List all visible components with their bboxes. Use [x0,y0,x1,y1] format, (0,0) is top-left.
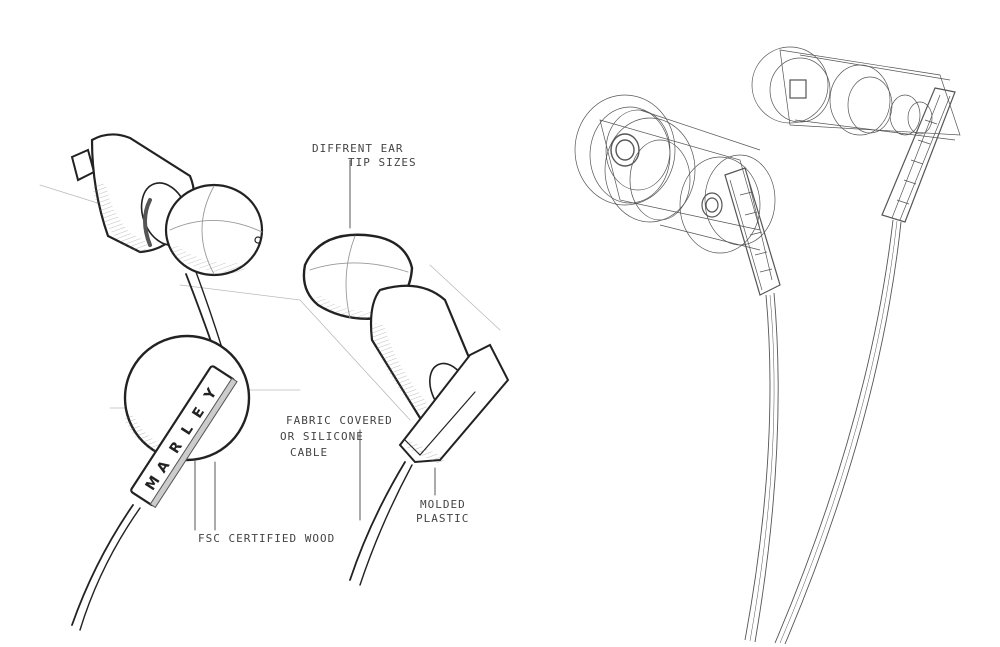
annotation-molded: MOLDED PLASTIC [416,498,469,525]
wireframe-earbud-back [751,46,961,645]
note-ear-tip-line2: TIP SIZES [348,156,417,169]
annotation-ear-tips: DIFFRENT EAR TIP SIZES [312,142,417,169]
note-wood: FSC CERTIFIED WOOD [198,532,335,545]
note-cable-line2: OR SILICONE [280,430,364,443]
middle-earbud-sketch [299,159,510,586]
note-ear-tip-line1: DIFFRENT EAR [312,142,403,155]
note-molded-line2: PLASTIC [416,512,469,525]
note-cable-line1: FABRIC COVERED [286,414,393,427]
annotation-wood: FSC CERTIFIED WOOD [198,532,335,545]
annotation-cable: FABRIC COVERED OR SILICONE CABLE [280,414,393,459]
note-cable-line3: CABLE [290,446,328,459]
left-earbud-sketch [39,133,301,631]
wireframe-earbud-front [574,94,781,643]
brand-letter-m: M [143,471,165,493]
note-molded-line1: MOLDED [420,498,466,511]
